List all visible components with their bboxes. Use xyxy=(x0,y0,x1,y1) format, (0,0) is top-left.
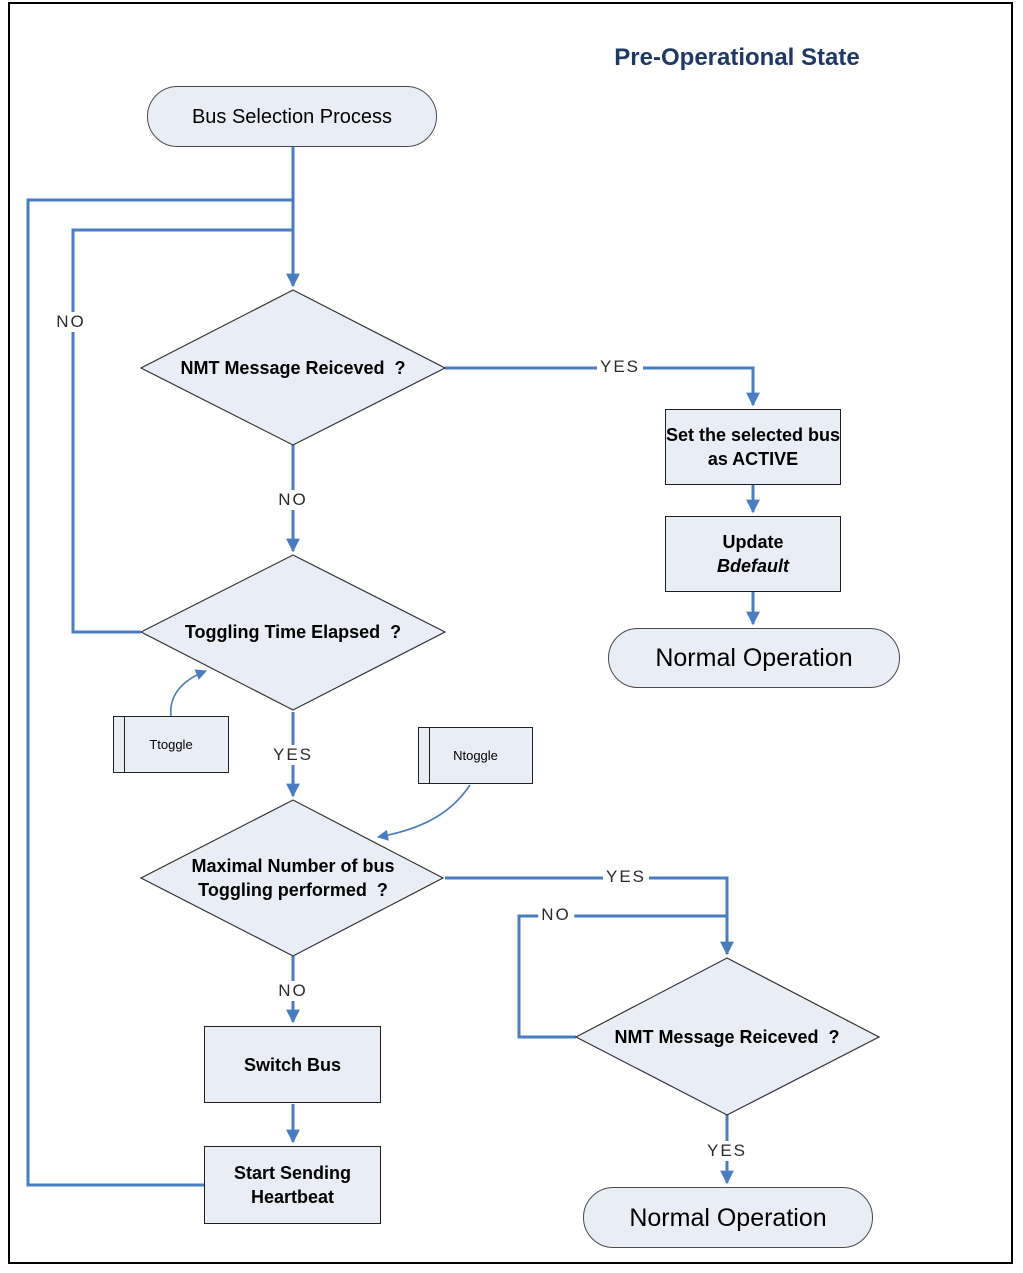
process-heartbeat-line1: Start Sending xyxy=(233,1163,351,1183)
process-update-bdefault: Update Bdefault xyxy=(665,516,841,592)
process-switch-bus: Switch Bus xyxy=(204,1026,381,1103)
connector-toggling-no-loop xyxy=(71,228,292,634)
decision-nmt-2-label: NMT Message Reiceved ? xyxy=(614,1027,840,1047)
process-switch-bus-label: Switch Bus xyxy=(243,1054,341,1075)
process-set-active-line2: as ACTIVE xyxy=(707,449,799,469)
edge-label-max-no: NO xyxy=(275,981,311,1001)
decision-nmt-1-text: NMT Message Reiceved ? xyxy=(163,356,423,380)
reference-ttoggle: Ttoggle xyxy=(113,716,229,773)
process-start-heartbeat: Start Sending Heartbeat xyxy=(204,1146,381,1224)
start-terminal-bus-selection: Bus Selection Process xyxy=(147,86,437,147)
decision-toggling-time-text: Toggling Time Elapsed ? xyxy=(163,620,423,644)
reference-ntoggle-label: Ntoggle xyxy=(453,748,498,763)
decision-nmt-2-text: NMT Message Reiceved ? xyxy=(587,1025,867,1049)
connector-ttoggle-annotation xyxy=(170,669,208,717)
process-heartbeat-line2: Heartbeat xyxy=(250,1187,335,1207)
process-set-active-line1: Set the selected bus xyxy=(665,425,841,445)
edge-label-nmt1-no: NO xyxy=(275,490,311,510)
reference-ttoggle-label: Ttoggle xyxy=(149,737,193,752)
connector-ntoggle-annotation xyxy=(376,784,471,841)
decision-max-toggling-text: Maximal Number of bus Toggling performed… xyxy=(163,854,423,902)
reference-ttoggle-tab xyxy=(124,717,126,772)
edge-label-loop-no: NO xyxy=(53,312,89,332)
process-update-line1: Update xyxy=(722,532,784,552)
terminal-normal-operation-2: Normal Operation xyxy=(583,1187,873,1248)
edge-label-max-yes: YES xyxy=(602,867,650,887)
decision-nmt-1-shape xyxy=(139,289,447,446)
start-terminal-label: Bus Selection Process xyxy=(191,105,393,128)
process-update-line2: Bdefault xyxy=(717,556,789,576)
decision-max-toggling-line2: Toggling performed ? xyxy=(198,880,388,900)
connector-nmt2-no-loop xyxy=(517,914,726,1039)
diagram-border xyxy=(8,2,1013,1264)
edge-label-nmt1-yes: YES xyxy=(596,357,644,377)
edge-label-nmt2-yes: YES xyxy=(703,1141,751,1161)
terminal-normal-1-label: Normal Operation xyxy=(655,644,853,672)
decision-max-toggling-shape xyxy=(139,799,445,957)
page-title: Pre-Operational State xyxy=(614,44,860,71)
decision-nmt-1-label: NMT Message Reiceved ? xyxy=(180,358,406,378)
decision-toggling-time-label: Toggling Time Elapsed ? xyxy=(184,622,402,642)
reference-ntoggle-tab xyxy=(429,728,431,783)
edge-label-toggling-yes: YES xyxy=(269,745,317,765)
connector-max-yes xyxy=(445,876,734,956)
edge-label-nmt2-no: NO xyxy=(538,905,574,925)
connector-nmt1-yes xyxy=(445,366,760,407)
terminal-normal-operation-1: Normal Operation xyxy=(608,628,900,688)
process-set-active: Set the selected bus as ACTIVE xyxy=(665,409,841,485)
decision-max-toggling-line1: Maximal Number of bus xyxy=(191,856,395,876)
decision-nmt-2-shape xyxy=(574,957,881,1116)
decision-toggling-time-shape xyxy=(139,554,447,711)
reference-ntoggle: Ntoggle xyxy=(418,727,533,784)
terminal-normal-2-label: Normal Operation xyxy=(629,1203,827,1232)
connector-heartbeat-loop-back xyxy=(26,198,292,1187)
